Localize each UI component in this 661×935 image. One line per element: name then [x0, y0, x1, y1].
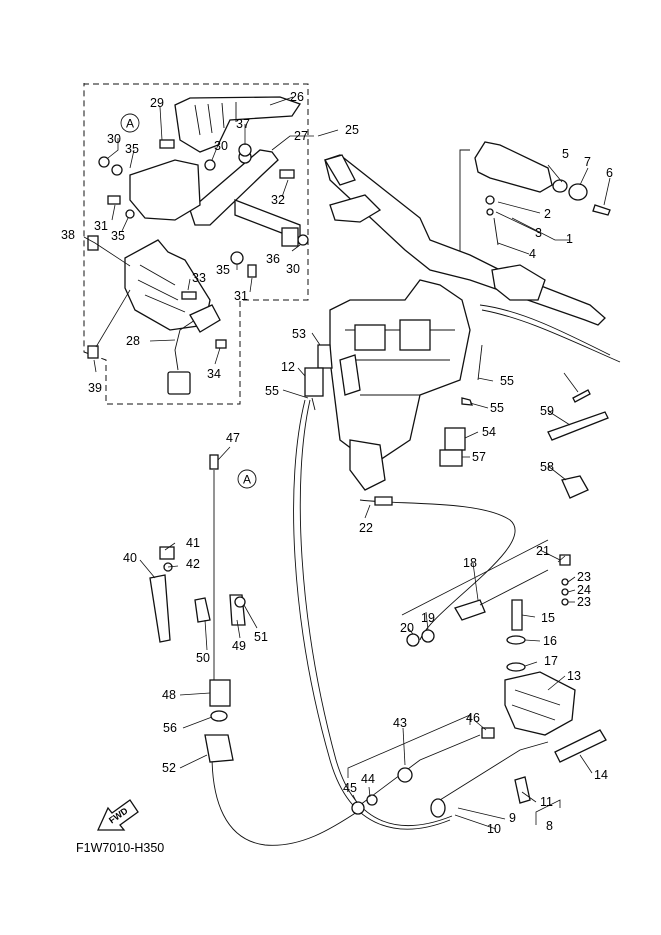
callout-number: 38: [61, 228, 75, 242]
callout-number: 43: [393, 716, 407, 730]
callout-number: 54: [482, 425, 496, 439]
callout-number: 12: [281, 360, 295, 374]
callout-number: 39: [88, 381, 102, 395]
callout-number: 35: [216, 263, 230, 277]
callout-number: 55: [490, 401, 504, 415]
callout-number: 3: [535, 226, 542, 240]
callout-number: 16: [543, 634, 557, 648]
callout-number: 24: [577, 583, 591, 597]
callout-number: 32: [271, 193, 285, 207]
callout-number: 59: [540, 404, 554, 418]
callout-number: 2: [544, 207, 551, 221]
callout-number: 14: [594, 768, 608, 782]
leader-lines: [83, 96, 611, 830]
callout-number: 20: [400, 621, 414, 635]
callout-number: 23: [577, 570, 591, 584]
callout-number: 15: [541, 611, 555, 625]
callout-number: 4: [529, 247, 536, 261]
callout-number: 44: [361, 772, 375, 786]
callout-number: 35: [125, 142, 139, 156]
callout-number: 33: [192, 271, 206, 285]
lower-right-parts: [351, 599, 607, 818]
callout-number: 21: [536, 544, 550, 558]
callout-number: 31: [234, 289, 248, 303]
callout-number: 37: [236, 117, 250, 131]
callout-number: 9: [509, 811, 516, 825]
switch-harness: [167, 304, 221, 395]
callout-number: 35: [111, 229, 125, 243]
throttle-cable-center: [359, 496, 571, 647]
callout-number: 45: [343, 781, 357, 795]
callout-number: 57: [472, 450, 486, 464]
callout-number: 52: [162, 761, 176, 775]
callout-number: 1: [566, 232, 573, 246]
callout-number: 50: [196, 651, 210, 665]
callout-number: 36: [266, 252, 280, 266]
callout-number: 28: [126, 334, 140, 348]
callout-number: 56: [163, 721, 177, 735]
throttle-cable-right: [479, 304, 621, 363]
callout-number: 17: [544, 654, 558, 668]
callout-number: 51: [254, 630, 268, 644]
callout-number: 48: [162, 688, 176, 702]
callout-number: 5: [562, 147, 569, 161]
long-control-cable: [293, 399, 453, 830]
reference-marker-lower: A: [237, 469, 257, 489]
callout-number: 18: [463, 556, 477, 570]
callout-number: 58: [540, 460, 554, 474]
callout-number: 46: [466, 711, 480, 725]
lower-cable-loop: [211, 754, 361, 846]
small-fasteners-upper: [87, 139, 309, 359]
grip-bracket-box: [459, 149, 470, 266]
reference-marker-upper: A: [120, 113, 140, 133]
callout-number: 23: [577, 595, 591, 609]
reference-marker-label: A: [243, 473, 251, 487]
callout-number: 34: [207, 367, 221, 381]
callout-number: 7: [584, 155, 591, 169]
side-cover: [129, 159, 201, 221]
callout-number: 55: [500, 374, 514, 388]
callout-number: 19: [421, 611, 435, 625]
callout-number: 55: [265, 384, 279, 398]
callout-number: 10: [487, 822, 501, 836]
drawing-code: F1W7010-H350: [76, 841, 164, 855]
callout-number: 26: [290, 90, 304, 104]
steering-column: [329, 279, 471, 491]
reference-marker-label: A: [126, 117, 134, 131]
callout-number: 31: [94, 219, 108, 233]
callout-number: 11: [540, 795, 553, 809]
callout-number: 40: [123, 551, 137, 565]
callout-number: 22: [359, 521, 373, 535]
callout-number: 53: [292, 327, 306, 341]
callout-number: 49: [232, 639, 246, 653]
callout-numbers: 1 2 3 4 5 6 7 8 9 10 11 12 13 14 15 16 1…: [61, 90, 613, 836]
steering-rod-assembly: [149, 454, 246, 763]
callout-number: 6: [606, 166, 613, 180]
callout-number: 25: [345, 123, 359, 137]
callout-number: 47: [226, 431, 240, 445]
callout-number: 30: [214, 139, 228, 153]
right-small-parts: [304, 344, 609, 499]
callout-number: 42: [186, 557, 200, 571]
throttle-grip: [474, 141, 611, 246]
callout-number: 30: [286, 262, 300, 276]
handlebar: [324, 154, 606, 326]
callout-number: 13: [567, 669, 581, 683]
fwd-arrow: [96, 799, 139, 831]
handle-guard: [174, 96, 302, 153]
callout-number: 41: [186, 536, 200, 550]
callout-number: 27: [294, 129, 308, 143]
callout-number: 30: [107, 132, 121, 146]
callout-number: 8: [546, 819, 553, 833]
callout-number: 29: [150, 96, 164, 110]
